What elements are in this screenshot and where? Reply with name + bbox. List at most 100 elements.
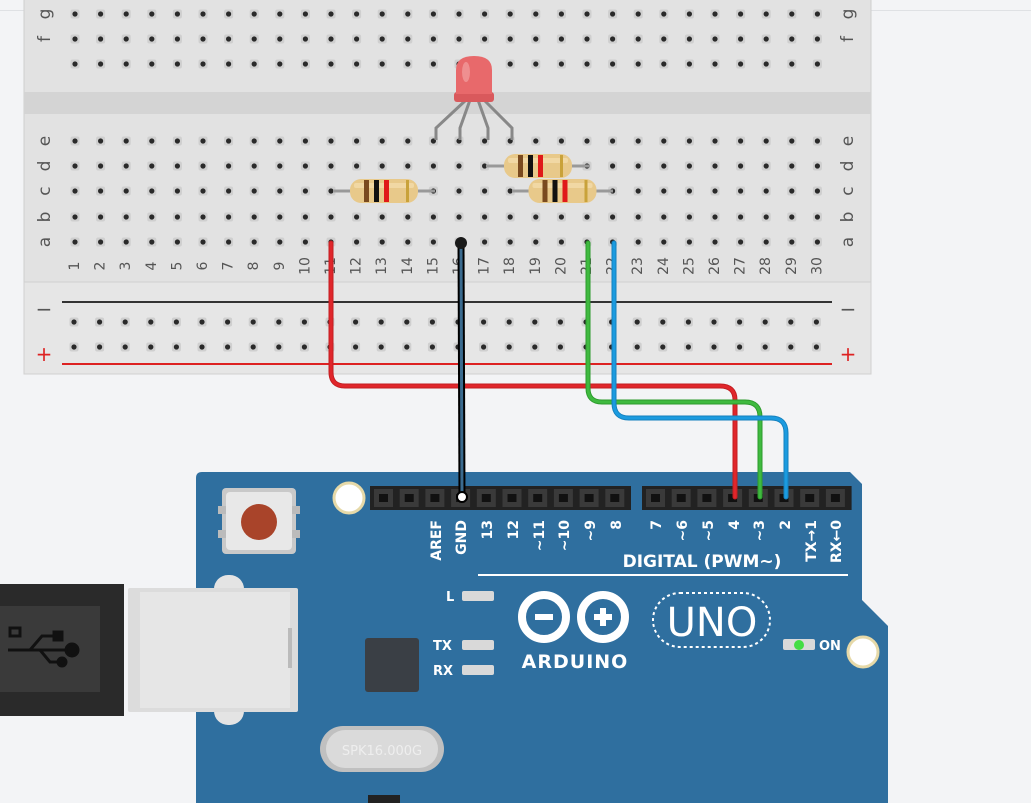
breadboard-hole[interactable] [70,237,80,247]
breadboard-hole[interactable] [608,34,618,44]
breadboard-hole[interactable] [812,161,822,171]
breadboard-hole[interactable] [556,34,566,44]
breadboard-hole[interactable] [736,9,746,19]
breadboard-hole[interactable] [326,9,336,19]
breadboard-hole[interactable] [96,136,106,146]
breadboard-hole[interactable] [787,136,797,146]
breadboard-hole[interactable] [479,317,489,327]
breadboard-hole[interactable] [377,59,387,69]
breadboard-hole[interactable] [812,59,822,69]
breadboard-hole[interactable] [812,34,822,44]
breadboard-hole[interactable] [710,136,720,146]
rgb-led[interactable] [434,56,514,140]
breadboard-hole[interactable] [479,342,489,352]
breadboard-hole[interactable] [556,9,566,19]
breadboard-hole[interactable] [147,161,157,171]
header-pin[interactable] [671,489,691,507]
breadboard-hole[interactable] [70,161,80,171]
breadboard-hole[interactable] [224,59,234,69]
breadboard-hole[interactable] [659,9,669,19]
breadboard-hole[interactable] [172,136,182,146]
header-pin[interactable] [476,489,496,507]
breadboard-hole[interactable] [427,342,437,352]
breadboard-hole[interactable] [555,317,565,327]
breadboard-hole[interactable] [504,317,514,327]
breadboard-hole[interactable] [300,34,310,44]
breadboard-hole[interactable] [684,161,694,171]
breadboard-hole[interactable] [147,237,157,247]
breadboard-hole[interactable] [172,161,182,171]
breadboard-hole[interactable] [505,212,515,222]
breadboard-hole[interactable] [351,317,361,327]
breadboard-hole[interactable] [531,9,541,19]
breadboard-hole[interactable] [608,136,618,146]
breadboard-hole[interactable] [121,34,131,44]
breadboard-hole[interactable] [274,342,284,352]
breadboard-hole[interactable] [787,186,797,196]
breadboard-hole[interactable] [96,212,106,222]
breadboard-hole[interactable] [121,186,131,196]
breadboard-hole[interactable] [556,59,566,69]
header-pin[interactable] [697,489,717,507]
breadboard-hole[interactable] [403,34,413,44]
breadboard-hole[interactable] [761,34,771,44]
breadboard-hole[interactable] [659,212,669,222]
breadboard-hole[interactable] [659,186,669,196]
breadboard-hole[interactable] [95,342,105,352]
breadboard-hole[interactable] [428,59,438,69]
breadboard-hole[interactable] [198,237,208,247]
breadboard-hole[interactable] [454,212,464,222]
breadboard-hole[interactable] [352,59,362,69]
breadboard-hole[interactable] [454,161,464,171]
breadboard-hole[interactable] [120,342,130,352]
breadboard-hole[interactable] [224,34,234,44]
resistor[interactable] [512,179,613,203]
breadboard-hole[interactable] [147,59,157,69]
breadboard-hole[interactable] [659,59,669,69]
breadboard-hole[interactable] [300,9,310,19]
breadboard-hole[interactable] [710,161,720,171]
breadboard-hole[interactable] [582,34,592,44]
breadboard-hole[interactable] [300,136,310,146]
header-pin[interactable] [800,489,820,507]
breadboard-hole[interactable] [224,9,234,19]
breadboard-hole[interactable] [428,212,438,222]
breadboard-hole[interactable] [428,9,438,19]
breadboard-hole[interactable] [70,186,80,196]
header-pin[interactable] [553,489,573,507]
breadboard-hole[interactable] [147,9,157,19]
breadboard-hole[interactable] [812,136,822,146]
breadboard-hole[interactable] [786,317,796,327]
breadboard-hole[interactable] [760,317,770,327]
breadboard-hole[interactable] [480,9,490,19]
breadboard-hole[interactable] [787,212,797,222]
breadboard-hole[interactable] [787,161,797,171]
header-pin[interactable] [374,489,393,507]
breadboard-hole[interactable] [326,59,336,69]
breadboard-hole[interactable] [683,317,693,327]
breadboard-hole[interactable] [505,9,515,19]
breadboard-hole[interactable] [147,186,157,196]
breadboard-hole[interactable] [530,317,540,327]
breadboard-hole[interactable] [223,342,233,352]
reset-button[interactable] [218,488,300,554]
breadboard-hole[interactable] [198,186,208,196]
breadboard-hole[interactable] [735,317,745,327]
breadboard-hole[interactable] [326,212,336,222]
breadboard-hole[interactable] [403,9,413,19]
breadboard-hole[interactable] [248,317,258,327]
breadboard-hole[interactable] [684,186,694,196]
resistors[interactable] [333,154,613,203]
breadboard-hole[interactable] [249,237,259,247]
breadboard-hole[interactable] [710,9,720,19]
breadboard-hole[interactable] [275,136,285,146]
breadboard-hole[interactable] [761,59,771,69]
usb-connector[interactable] [0,575,298,725]
breadboard-hole[interactable] [403,136,413,146]
breadboard-hole[interactable] [633,59,643,69]
breadboard-hole[interactable] [812,212,822,222]
resistor[interactable] [486,154,590,178]
breadboard-hole[interactable] [249,161,259,171]
